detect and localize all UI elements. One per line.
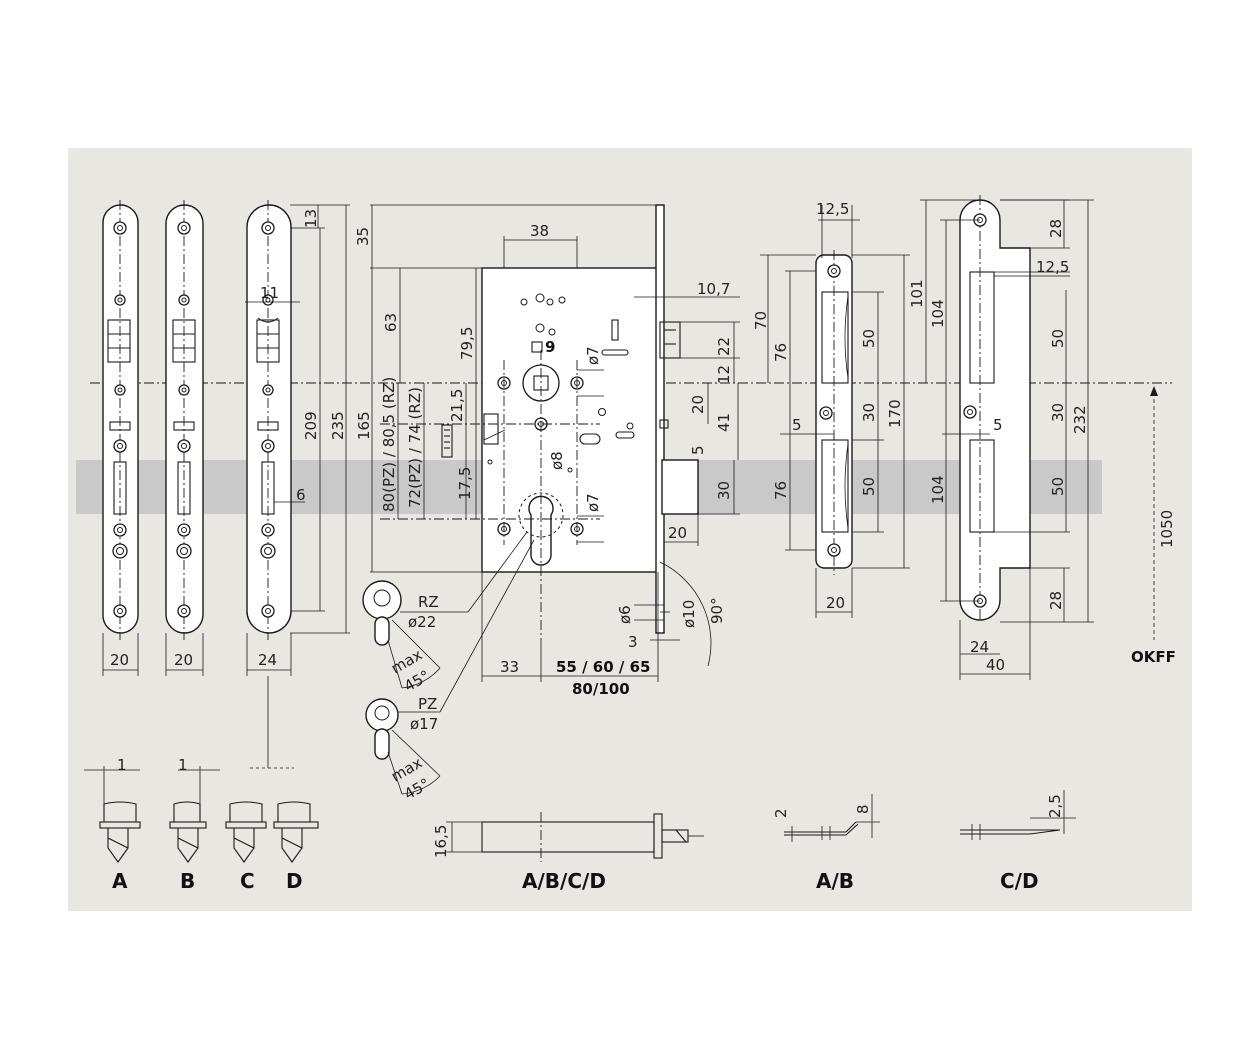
- dim-strike-28-top: 28: [1047, 219, 1065, 238]
- latch-profile-b: [169, 766, 220, 863]
- label-pz: PZ: [418, 695, 437, 713]
- lock-case: [380, 204, 699, 640]
- label-okff: OKFF: [1131, 648, 1176, 666]
- dim-33: 33: [500, 658, 519, 676]
- latch-profile-d: [273, 801, 319, 863]
- dim-square-9: 9: [545, 338, 555, 356]
- dim-strike-40: 40: [986, 656, 1005, 674]
- dim-dia-6: ø6: [616, 605, 634, 624]
- dim-strike-76-top: 76: [772, 343, 790, 362]
- dim-strike-24: 24: [970, 638, 989, 656]
- dim-12: 12: [715, 365, 733, 384]
- dim-10-7: 10,7: [697, 280, 730, 298]
- dim-235: 235: [329, 411, 347, 440]
- dim-strike-12-5-cd: 12,5: [1036, 258, 1069, 276]
- dim-width-20-b: 20: [174, 651, 193, 669]
- dim-strike-170: 170: [886, 399, 904, 428]
- dim-strike-5: 5: [792, 416, 802, 434]
- dim-35: 35: [354, 227, 372, 246]
- dim-63: 63: [382, 313, 400, 332]
- dim-ab-8: 8: [854, 804, 872, 814]
- dim-dia-8: ø8: [548, 451, 566, 470]
- dim-strike-12-5: 12,5: [816, 200, 849, 218]
- dim-strike-28-bottom: 28: [1047, 591, 1065, 610]
- dim-21-5: 21,5: [448, 389, 466, 422]
- label-b: B: [180, 869, 195, 893]
- dim-strike-232: 232: [1071, 405, 1089, 434]
- floor-height-reference: [1150, 386, 1158, 640]
- dim-38: 38: [530, 222, 549, 240]
- dim-strike-104-bottom: 104: [929, 475, 947, 504]
- dim-width-24: 24: [258, 651, 277, 669]
- dim-bs-1-b: 1: [178, 756, 188, 774]
- dim-17-5: 17,5: [456, 467, 474, 500]
- dim-strike-70: 70: [752, 311, 770, 330]
- latch-profile-a: [84, 766, 141, 863]
- dim-strike-50-bottom-cd: 50: [1049, 477, 1067, 496]
- dim-strike-20: 20: [826, 594, 845, 612]
- dim-13: 13: [302, 209, 320, 228]
- cylinder-rz: [362, 531, 528, 689]
- dim-90-degrees: 90°: [708, 597, 726, 624]
- dim-209: 209: [302, 411, 320, 440]
- dim-20-small: 20: [689, 395, 707, 414]
- dim-width-20-a: 20: [110, 651, 129, 669]
- dim-30: 30: [715, 481, 733, 500]
- label-c: C: [240, 869, 255, 893]
- dim-3: 3: [628, 633, 638, 651]
- lock-dimensions: [370, 204, 740, 682]
- bolt-side-profile: [446, 812, 704, 862]
- faceplate-cd: [245, 200, 350, 769]
- label-abcd: A/B/C/D: [522, 869, 606, 893]
- strike-plate-ab: [760, 205, 910, 618]
- dim-dia-22: ø22: [408, 613, 436, 631]
- dim-dia-7-bottom: ø7: [584, 493, 602, 512]
- dim-16-5: 16,5: [432, 825, 450, 858]
- dim-22: 22: [715, 337, 733, 356]
- dim-5-small: 5: [689, 445, 707, 455]
- dim-165: 165: [355, 411, 373, 440]
- dim-bs-1-a: 1: [117, 756, 127, 774]
- dim-ab-2: 2: [772, 808, 790, 818]
- label-rz: RZ: [418, 593, 439, 611]
- dim-dia-10: ø10: [680, 600, 698, 628]
- strike-plate-cd: [920, 195, 1094, 680]
- dim-strike-104-top: 104: [929, 299, 947, 328]
- label-a: A: [112, 869, 128, 893]
- dim-strike-30-cd: 30: [1049, 403, 1067, 422]
- dim-11: 11: [260, 284, 279, 302]
- dim-backset-55-60-65: 55 / 60 / 65: [556, 658, 650, 676]
- cylinder-pz: [365, 539, 535, 795]
- dim-dia-17: ø17: [410, 715, 438, 733]
- dim-strike-5-cd: 5: [993, 416, 1003, 434]
- strike-side-profile-cd: [960, 790, 1076, 840]
- dim-strike-50-top: 50: [860, 329, 878, 348]
- label-ab: A/B: [816, 869, 854, 893]
- dim-dia-7-top: ø7: [584, 346, 602, 365]
- dim-strike-50-top-cd: 50: [1049, 329, 1067, 348]
- dim-strike-76-bottom: 76: [772, 481, 790, 500]
- dim-41: 41: [715, 413, 733, 432]
- dim-1050: 1050: [1158, 510, 1176, 548]
- label-cd: C/D: [1000, 869, 1039, 893]
- faceplate-b: [165, 200, 204, 676]
- label-d: D: [286, 869, 303, 893]
- dim-strike-30: 30: [860, 403, 878, 422]
- dim-79-5: 79,5: [458, 327, 476, 360]
- strike-side-profile-ab: [784, 794, 880, 842]
- dim-strike-50-bottom: 50: [860, 477, 878, 496]
- dim-cd-2-5: 2,5: [1046, 794, 1064, 818]
- dim-strike-101: 101: [908, 279, 926, 308]
- dim-80-100: 80/100: [572, 680, 630, 698]
- dim-72pz-74rz: 72(PZ) / 74 (RZ): [406, 387, 424, 508]
- dim-80pz-80-5rz: 80(PZ) / 80,5 (RZ): [380, 377, 398, 512]
- dim-20-bolt: 20: [668, 524, 687, 542]
- faceplate-a: [102, 200, 139, 676]
- dim-6: 6: [296, 486, 306, 504]
- latch-profile-c: [225, 801, 267, 863]
